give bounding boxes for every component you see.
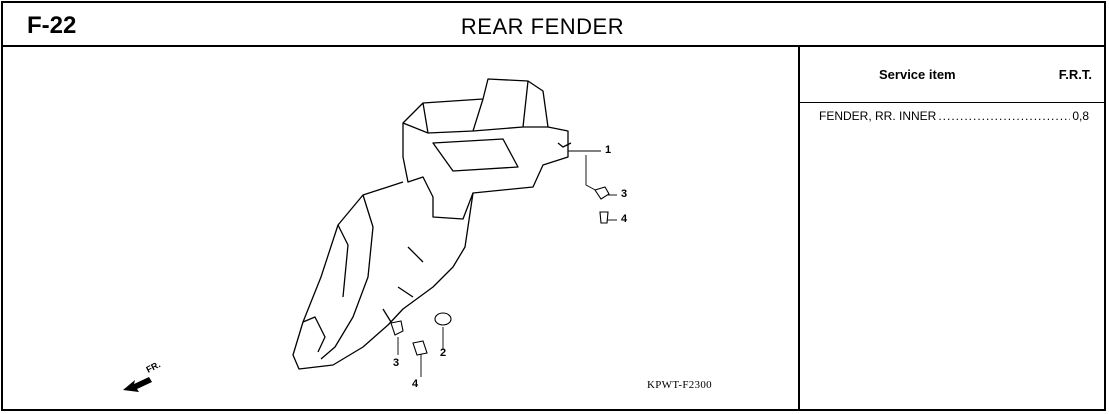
clip-nut-right [594,186,610,200]
fender-arc [292,181,474,370]
parts-diagram: 1 2 3 3 4 4 FR. KPWT-F2300 [3,47,800,411]
page-title: REAR FENDER [460,14,625,39]
leader-dots: ........................................… [938,109,1070,123]
callout-4-right: 4 [621,213,628,225]
screw-right [599,211,609,224]
service-item-header: Service item [879,67,956,82]
callout-3-right: 3 [621,188,628,200]
figure-reference: KPWT-F2300 [647,379,712,391]
clip-nut-left [390,320,404,336]
hardware-group [390,186,610,356]
service-row-frt: 0,8 [1072,109,1089,123]
callout-2: 2 [440,347,447,359]
grommet [434,312,452,326]
callout-1: 1 [605,144,612,156]
service-row-item: FENDER, RR. INNER [819,109,937,123]
fender-drawing [123,78,617,392]
fender-storage-box [402,78,569,220]
service-table: Service item F.R.T. FENDER, RR. INNER ..… [800,47,1106,411]
callout-4-left: 4 [412,378,419,390]
service-row: FENDER, RR. INNER ......................… [819,109,1089,123]
service-table-header: Service item F.R.T. [800,47,1106,103]
header-bar: F-22 REAR FENDER [3,3,1104,47]
screw-left [412,340,428,356]
frt-header: F.R.T. [1058,67,1092,82]
front-direction-arrow-icon [123,377,152,392]
callout-3-left: 3 [393,357,400,369]
section-code: F-22 [27,12,77,39]
